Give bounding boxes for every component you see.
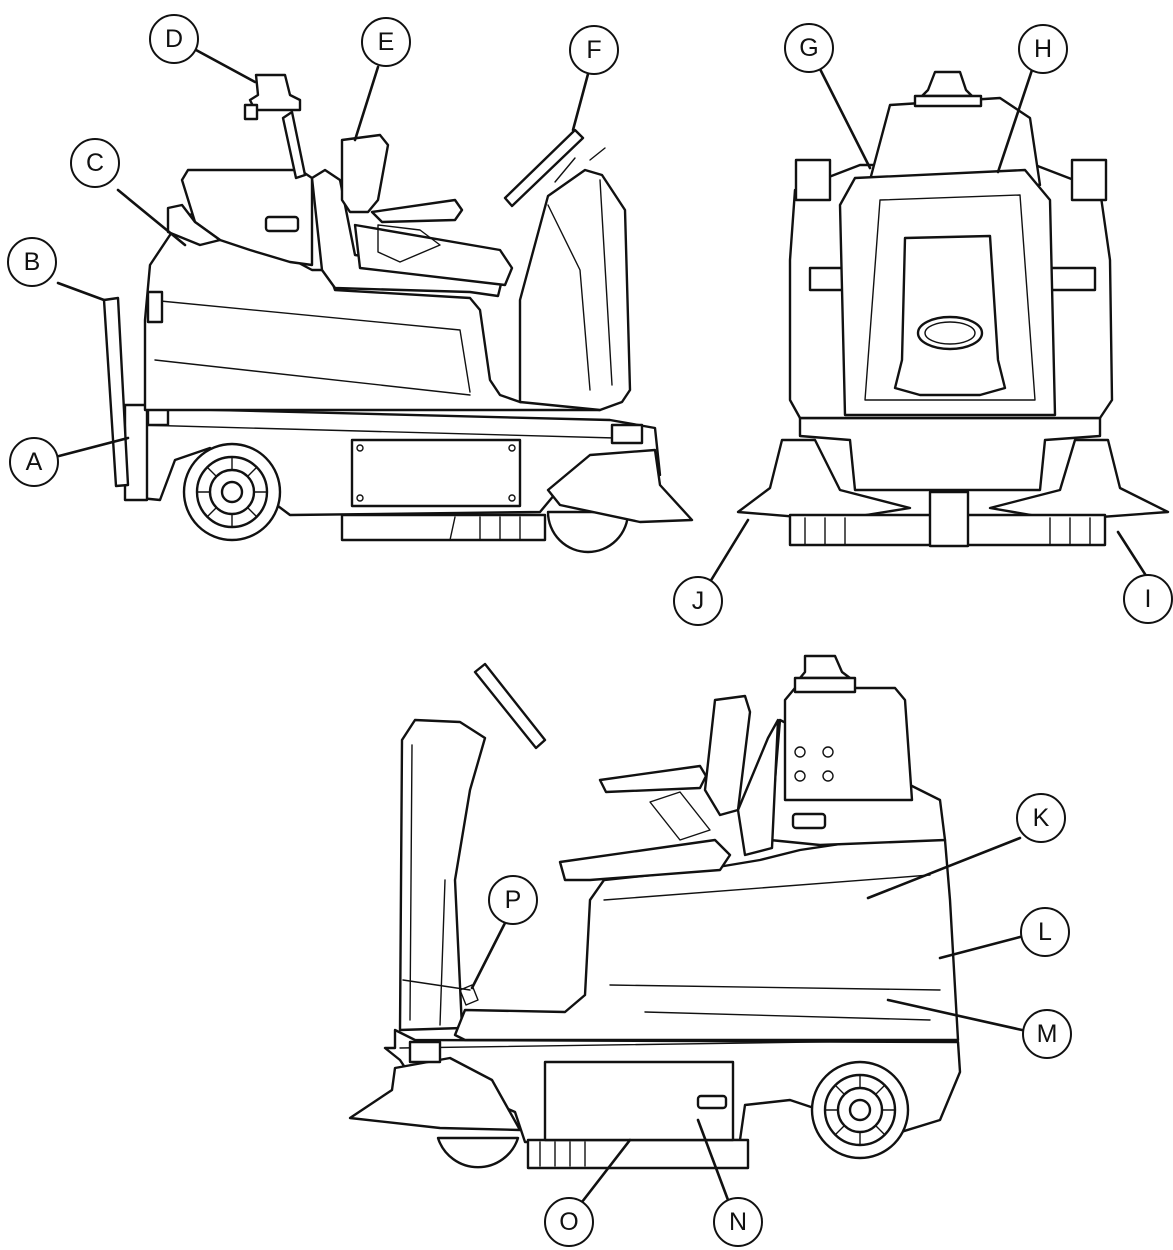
rear-wheel-right [810,1060,910,1160]
callout-n: N [713,1197,763,1247]
steering-column [518,168,632,412]
steering-wheel-right [473,662,547,750]
leader-a [57,436,130,458]
callout-h-label: H [1034,35,1052,63]
callout-g: G [784,23,834,73]
leader-lines [56,48,1154,1204]
callout-h: H [1018,24,1068,74]
callouts: A B C D E F G H I J K L M N O P [7,14,1173,1247]
leader-d [194,48,257,84]
callout-k-label: K [1033,804,1050,832]
front-wheel [546,510,630,554]
leader-b [56,281,106,302]
leader-e [353,65,380,142]
callout-m: M [1022,1009,1072,1059]
callout-l: L [1020,907,1070,957]
side-broom-right [348,1056,522,1132]
rear-handle [102,296,130,488]
beacon-pole [281,110,307,180]
callout-g-label: G [799,34,818,62]
callout-c-label: C [86,149,104,177]
beacon-light [248,73,302,112]
hopper-door [893,234,1007,397]
rear-box [783,686,914,802]
callout-o-label: O [559,1208,578,1236]
armrest-right [598,764,708,794]
leader-f [571,72,590,132]
right-pod [1070,158,1108,202]
base-frame-edge [139,424,616,439]
hopper-bottom [340,513,547,542]
callout-e: E [361,17,411,67]
hopper-handle [696,1094,728,1110]
callout-j: J [673,576,723,626]
right-side-broom [988,438,1170,522]
callout-n-label: N [729,1208,747,1236]
callout-l-label: L [1038,918,1052,946]
side-broom [546,448,694,524]
callout-i-label: I [1145,585,1152,613]
rear-wheel [182,442,282,542]
leader-n [696,1118,730,1202]
callout-f: F [569,25,619,75]
callout-b: B [7,237,57,287]
callout-i: I [1123,574,1173,624]
beacon-light-right [798,654,852,680]
callout-j-label: J [692,587,705,615]
leader-p [470,919,508,990]
rear-beacon [920,70,974,98]
callout-m-label: M [1037,1020,1058,1048]
seat-cushion-right [558,838,732,882]
armrest [370,198,464,224]
center-brush [928,490,970,548]
leader-j [708,518,750,584]
key-switch [459,984,479,1006]
steering-column-right [398,718,487,1032]
hood-latch [264,215,300,233]
left-pod [794,158,832,202]
side-access-panel [350,438,522,508]
seat [340,133,390,214]
leader-k [866,836,1022,900]
leader-o [580,1138,632,1204]
callout-a: A [9,437,59,487]
leader-g [818,67,872,170]
callout-c: C [70,138,120,188]
leader-m [886,998,1024,1032]
callout-d: D [149,14,199,64]
callout-p-label: P [505,886,522,914]
hood-latch-right [791,812,827,830]
steering-wheel [503,128,585,208]
leader-c [116,188,187,247]
front-wheel-right [436,1136,520,1169]
leader-h [996,68,1034,174]
seat-mechanism [377,224,441,263]
seat-mechanism-right [649,791,711,841]
right-side-view [348,654,962,1170]
callout-f-label: F [586,36,601,64]
callout-b-label: B [24,248,41,276]
callout-d-label: D [165,25,183,53]
callout-p: P [488,875,538,925]
callout-e-label: E [378,28,395,56]
rear-view [736,70,1170,548]
callout-o: O [544,1197,594,1247]
left-side-view [102,73,694,554]
rear-base [798,416,1102,492]
callout-k: K [1016,793,1066,843]
leader-l [938,935,1022,960]
side-latch [146,290,164,324]
callout-a-label: A [26,448,43,476]
